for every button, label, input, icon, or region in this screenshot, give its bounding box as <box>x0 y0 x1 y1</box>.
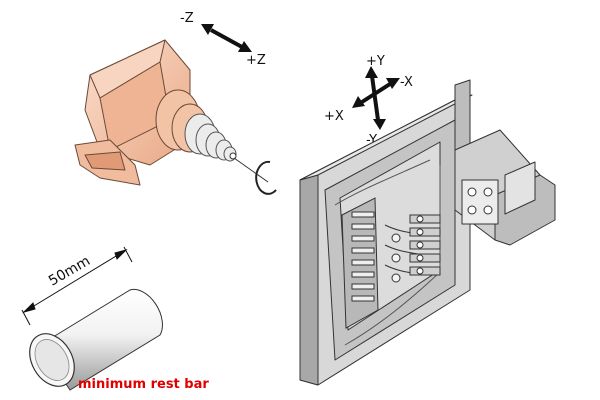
spindle-head <box>74 39 237 186</box>
z-neg-label: -Z <box>180 11 194 26</box>
z-pos-label: +Z <box>246 53 266 68</box>
pin-array <box>384 214 441 283</box>
y-neg-label: -Y <box>366 133 377 148</box>
xy-axis-cross <box>352 66 400 130</box>
tool-line <box>233 157 269 183</box>
dimension-line <box>21 246 133 326</box>
connector-block <box>454 129 556 246</box>
caption: minimum rest bar <box>78 377 209 392</box>
y-pos-label: +Y <box>366 54 385 69</box>
z-axis-arrow <box>201 24 252 52</box>
collet-ring <box>255 160 277 195</box>
rest-bar <box>29 288 163 391</box>
x-neg-label: -X <box>400 75 413 90</box>
x-pos-label: +X <box>324 109 344 124</box>
fixture-frame <box>299 79 473 386</box>
comb-clamp <box>341 197 379 329</box>
